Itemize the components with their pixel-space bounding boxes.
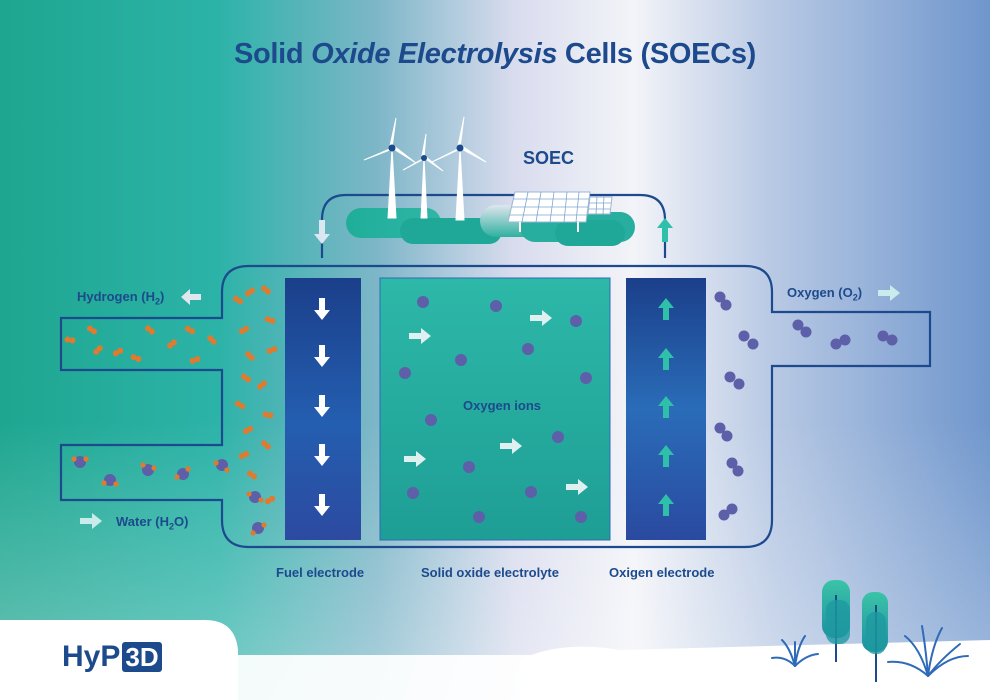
oxygen-molecules: [714, 291, 898, 521]
oxygen-ions-label: Oxygen ions: [463, 398, 542, 413]
soec-label: SOEC: [523, 148, 575, 168]
water-molecules: [71, 456, 267, 536]
wind-turbine-icon: [363, 116, 487, 221]
oxygen-label: Oxygen (O2): [787, 285, 863, 303]
solar-panel-icon: [507, 191, 613, 232]
grass-icon: [771, 625, 969, 677]
page-title: Solid Oxide Electrolysis Cells (SOECs): [233, 38, 757, 70]
water-label: Water (H2O): [116, 514, 189, 532]
trees: [822, 580, 888, 682]
hydrogen-molecules: [64, 285, 278, 505]
cell-outline: [59, 193, 932, 549]
up-arrows: [658, 298, 674, 516]
ion-flow-arrows: [404, 310, 588, 495]
loop-arrows: [314, 218, 673, 244]
oxygen-ions: [399, 296, 592, 523]
electrolyte-label: Solid oxide electrolyte: [421, 565, 559, 580]
fuel-electrode-label: Fuel electrode: [276, 565, 365, 580]
oxygen-electrode-label: Oxigen electrode: [609, 565, 715, 580]
brand-panel: [0, 620, 238, 700]
hydrogen-label: Hydrogen (H2): [77, 289, 165, 307]
label-arrows: [80, 285, 900, 529]
down-arrows: [314, 298, 330, 516]
